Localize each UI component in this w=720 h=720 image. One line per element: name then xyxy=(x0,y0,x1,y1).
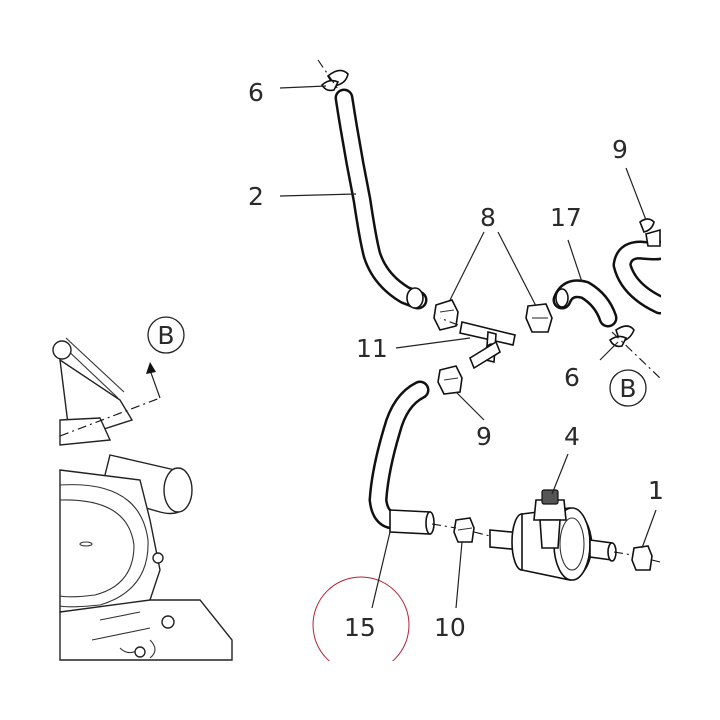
callout-10: 10 xyxy=(434,613,466,642)
callout-1-edge: 1 xyxy=(648,476,664,505)
bottom-crop-mask xyxy=(0,661,720,720)
callout-8: 8 xyxy=(480,203,496,232)
callout-6-top: 6 xyxy=(248,78,264,107)
clip-9-mid xyxy=(437,365,463,395)
callout-9-top: 9 xyxy=(612,135,628,164)
clip-8-right xyxy=(525,303,553,333)
callout-2: 2 xyxy=(248,182,264,211)
callout-17: 17 xyxy=(550,203,582,232)
callout-1-edge-overlay: 1 xyxy=(648,476,664,505)
hose-15 xyxy=(368,380,435,535)
clip-1-edge xyxy=(631,545,661,571)
reference-mark-b-left-label: B xyxy=(157,321,174,350)
reference-mark-b-right: B xyxy=(609,369,647,407)
reference-mark-b-right-label: B xyxy=(619,374,636,403)
callout-15: 15 xyxy=(344,613,376,642)
callout-4: 4 xyxy=(564,422,580,451)
hose-2 xyxy=(334,88,428,310)
leader-lines xyxy=(279,85,657,609)
right-crop-mask xyxy=(661,0,720,720)
clip-10 xyxy=(431,517,491,543)
clamp-6-right xyxy=(608,325,661,379)
clip-8-left xyxy=(433,299,459,331)
callout-11: 11 xyxy=(356,334,388,363)
callout-6-right: 6 xyxy=(564,363,580,392)
hose-upper-right xyxy=(612,218,670,315)
reference-mark-b-left: B xyxy=(147,316,185,354)
engine-fragment xyxy=(52,337,233,661)
clamp-6-top xyxy=(317,59,349,93)
tee-connector-11 xyxy=(439,317,516,370)
callout-9-mid: 9 xyxy=(476,422,492,451)
hose-17 xyxy=(552,279,618,328)
valve-4 xyxy=(489,489,633,581)
